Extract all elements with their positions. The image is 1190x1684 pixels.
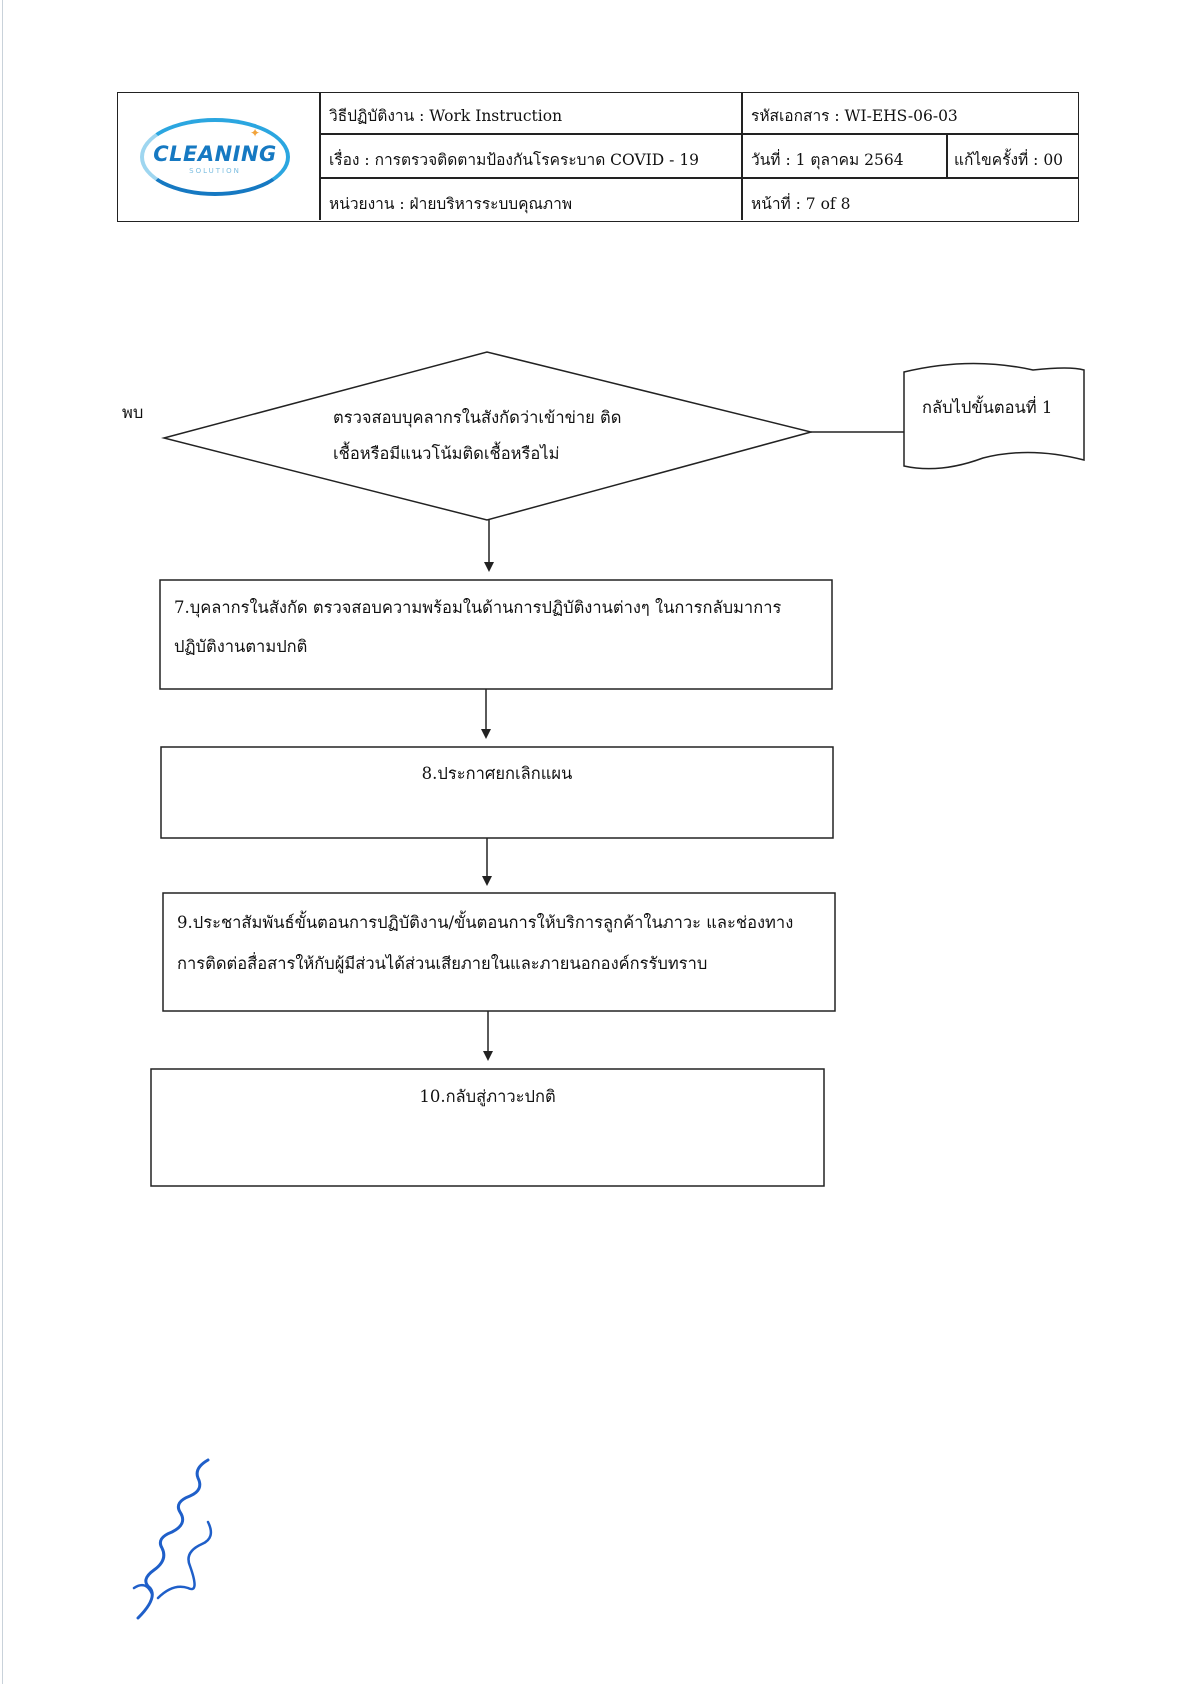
step7-box bbox=[159, 579, 833, 690]
decision-text-line2: เชื้อหรือมีแนวโน้มติดเชื้อหรือไม่ bbox=[333, 444, 560, 463]
sparkle-icon: ✦ bbox=[250, 126, 261, 140]
found-label: พบ bbox=[122, 403, 144, 422]
procedure-label: วิธีปฏิบัติงาน : Work Instruction bbox=[329, 107, 563, 125]
step8-box bbox=[160, 746, 834, 839]
company-logo: ✦ CLEANING SOLUTION bbox=[140, 118, 290, 196]
header-divider bbox=[319, 133, 1079, 135]
step10-text: 10.กลับสู่ภาวะปกติ bbox=[419, 1087, 556, 1106]
header-divider bbox=[741, 93, 743, 220]
step7-text-line1: 7.บุคลากรในสังกัด ตรวจสอบความพร้อมในด้าน… bbox=[174, 598, 782, 617]
decision-text-line1: ตรวจสอบบุคลากรในสังกัดว่าเข้าข่าย ติด bbox=[333, 408, 622, 427]
step9-text-line1: 9.ประชาสัมพันธ์ขั้นตอนการปฏิบัติงาน/ขั้น… bbox=[177, 913, 794, 932]
scan-edge bbox=[2, 0, 4, 1684]
header-divider bbox=[319, 177, 1079, 179]
logo-text: CLEANING bbox=[153, 142, 277, 166]
return-document-shape bbox=[903, 362, 1085, 470]
doc-code: รหัสเอกสาร : WI-EHS-06-03 bbox=[751, 107, 958, 125]
step9-text-line2: การติดต่อสื่อสารให้กับผู้มีส่วนได้ส่วนเส… bbox=[177, 954, 708, 973]
subject-label: เรื่อง : การตรวจติดตามป้องกันโรคระบาด CO… bbox=[329, 151, 700, 169]
step8-text: 8.ประกาศยกเลิกแผน bbox=[421, 764, 573, 783]
issue-date: วันที่ : 1 ตุลาคม 2564 bbox=[751, 151, 904, 169]
department-label: หน่วยงาน : ฝ่ายบริหารระบบคุณภาพ bbox=[329, 195, 573, 213]
step7-text-line2: ปฏิบัติงานตามปกติ bbox=[174, 637, 308, 656]
document-header: ✦ CLEANING SOLUTION วิธีปฏิบัติงาน : Wor… bbox=[117, 92, 1079, 222]
return-step-text: กลับไปขั้นตอนที่ 1 bbox=[922, 398, 1053, 417]
header-divider bbox=[946, 133, 948, 177]
logo-subtext: SOLUTION bbox=[189, 167, 241, 175]
step10-box bbox=[150, 1068, 825, 1187]
header-divider bbox=[319, 93, 321, 220]
revision-number: แก้ไขครั้งที่ : 00 bbox=[954, 151, 1064, 169]
signature bbox=[132, 1458, 213, 1620]
step9-box bbox=[162, 892, 836, 1012]
page-number: หน้าที่ : 7 of 8 bbox=[751, 195, 851, 213]
